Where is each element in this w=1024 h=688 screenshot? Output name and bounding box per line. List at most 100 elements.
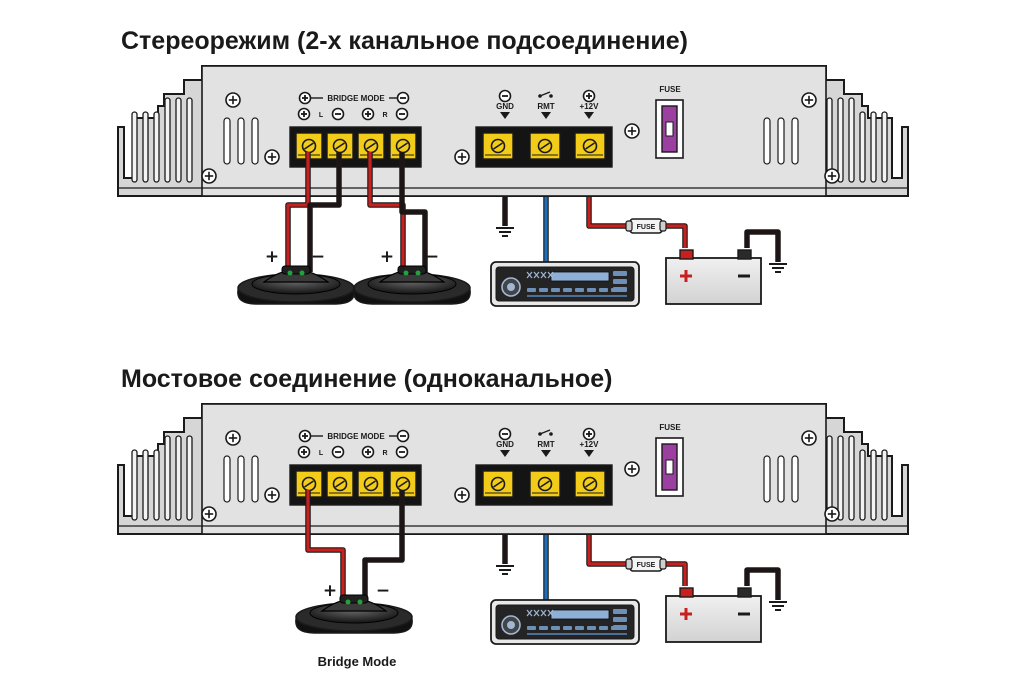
battery-ground-wire — [745, 230, 780, 262]
section-stereo: Стереорежим (2-х канальное подсоединение… — [117, 27, 909, 307]
screw-icon — [624, 123, 640, 139]
plus-icon — [361, 107, 375, 121]
positive-mark: + — [323, 581, 337, 601]
arrow-down-icon — [584, 112, 594, 119]
inline-fuse-label: FUSE — [637, 224, 656, 231]
screw-icon — [201, 168, 217, 184]
arrow-down-icon — [500, 112, 510, 119]
battery-positive-terminal — [679, 249, 694, 260]
speaker-terminal — [482, 470, 514, 498]
speaker-terminal — [389, 132, 417, 160]
battery-icon — [665, 587, 762, 643]
screw-icon — [201, 506, 217, 522]
arrow-down-icon — [541, 112, 551, 119]
right-channel-label: R — [382, 450, 387, 457]
remote-switch-icon — [538, 91, 553, 98]
battery-icon — [665, 249, 762, 305]
battery-negative-terminal — [737, 587, 752, 598]
right-positive-wire — [368, 152, 405, 272]
battery-positive-terminal — [679, 587, 694, 598]
minus-icon — [395, 445, 409, 459]
minus-icon — [395, 107, 409, 121]
rmt-label: RMT — [537, 440, 554, 449]
battery-positive-wire — [664, 562, 687, 586]
left-positive-wire — [286, 152, 310, 272]
ground-icon — [769, 601, 787, 611]
speaker-terminal-dot — [415, 270, 421, 276]
minus-icon — [331, 107, 345, 121]
left-negative-wire — [308, 152, 341, 272]
plus-icon — [680, 270, 692, 282]
speaker-terminal — [529, 132, 561, 160]
plus-icon — [297, 107, 311, 121]
speaker-terminal-dot — [287, 270, 293, 276]
bridge-mode-label: BRIDGE MODE — [327, 94, 385, 103]
right-channel-label: R — [382, 112, 387, 119]
screw-icon — [801, 92, 817, 108]
speaker-caption: Bridge Mode — [318, 654, 397, 669]
plus-icon — [298, 91, 312, 105]
bridge-mode-label: BRIDGE MODE — [327, 432, 385, 441]
negative-mark: − — [425, 247, 439, 267]
bridge-negative-wire — [363, 490, 404, 600]
screw-icon — [454, 487, 470, 503]
plus-icon — [680, 608, 692, 620]
minus-icon — [331, 445, 345, 459]
plus-icon — [582, 427, 596, 441]
speaker-terminal-dot — [357, 599, 363, 605]
battery-positive-wire — [664, 224, 687, 248]
left-channel-label: L — [319, 112, 324, 119]
inline-fuse-label: FUSE — [637, 562, 656, 569]
speaker-terminal-dot — [299, 270, 305, 276]
battery-ground-wire — [745, 568, 780, 600]
car-head-unit-icon — [490, 261, 640, 307]
screw-icon — [801, 430, 817, 446]
right-negative-wire — [400, 152, 427, 272]
negative-mark: − — [376, 581, 390, 601]
speaker-icon — [237, 265, 355, 305]
minus-icon — [396, 429, 410, 443]
display-icon — [550, 609, 610, 620]
speaker-terminal — [529, 470, 561, 498]
minus-icon — [396, 91, 410, 105]
fuse-label: FUSE — [659, 423, 681, 432]
rmt-label: RMT — [537, 102, 554, 111]
section-title: Стереорежим (2-х канальное подсоединение… — [121, 27, 688, 55]
speaker-terminal-dot — [403, 270, 409, 276]
gnd-label: GND — [496, 440, 514, 449]
minus-icon — [498, 89, 512, 103]
negative-mark: − — [311, 247, 325, 267]
screw-icon — [225, 92, 241, 108]
speaker-terminal — [326, 470, 354, 498]
plus-icon — [298, 429, 312, 443]
plus-icon — [361, 445, 375, 459]
screw-icon — [225, 430, 241, 446]
plus-icon — [297, 445, 311, 459]
battery-negative-terminal — [737, 249, 752, 260]
section-bridge: Мостовое соединение (одноканальное)BRIDG… — [117, 365, 909, 669]
arrow-down-icon — [500, 450, 510, 457]
bridge-positive-wire — [306, 490, 345, 600]
remote-switch-icon — [538, 429, 553, 436]
speaker-terminal — [482, 132, 514, 160]
speaker-terminal — [574, 132, 606, 160]
minus-icon — [498, 427, 512, 441]
inline-fuse-icon: FUSE — [625, 556, 667, 572]
inline-fuse-icon: FUSE — [625, 218, 667, 234]
plus12v-label: +12V — [580, 440, 600, 449]
gnd-label: GND — [496, 102, 514, 111]
arrow-down-icon — [584, 450, 594, 457]
ground-icon — [496, 565, 514, 575]
speaker-terminal-dot — [345, 599, 351, 605]
ground-icon — [496, 227, 514, 237]
positive-mark: + — [380, 247, 394, 267]
speaker-terminal — [574, 470, 606, 498]
arrow-down-icon — [541, 450, 551, 457]
speaker-icon — [353, 265, 471, 305]
speaker-terminal — [357, 470, 385, 498]
screw-icon — [264, 487, 280, 503]
fuse-label: FUSE — [659, 85, 681, 94]
speaker-icon — [295, 594, 413, 634]
